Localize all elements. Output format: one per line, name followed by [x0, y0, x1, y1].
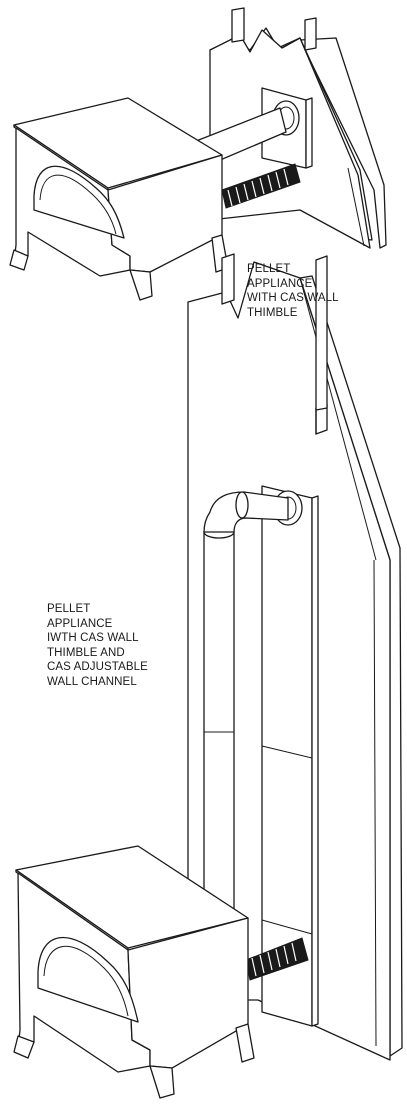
- bottom-vent-pipe: [203, 491, 289, 913]
- top-illustration: [9, 7, 387, 301]
- top-pellet-stove: [9, 97, 229, 301]
- caption-bottom: PELLET APPLIANCE IWTH CAS WALL THIMBLE A…: [47, 603, 148, 688]
- bottom-intake-hose: [245, 937, 309, 981]
- bottom-illustration: [13, 253, 403, 1099]
- top-intake-hose: [221, 163, 301, 209]
- bottom-pellet-stove: [13, 845, 255, 1099]
- caption-top: PELLET APPLIANCE WITH CAS WALL THIMBLE: [247, 263, 339, 319]
- bottom-wall-channel: [261, 485, 319, 1027]
